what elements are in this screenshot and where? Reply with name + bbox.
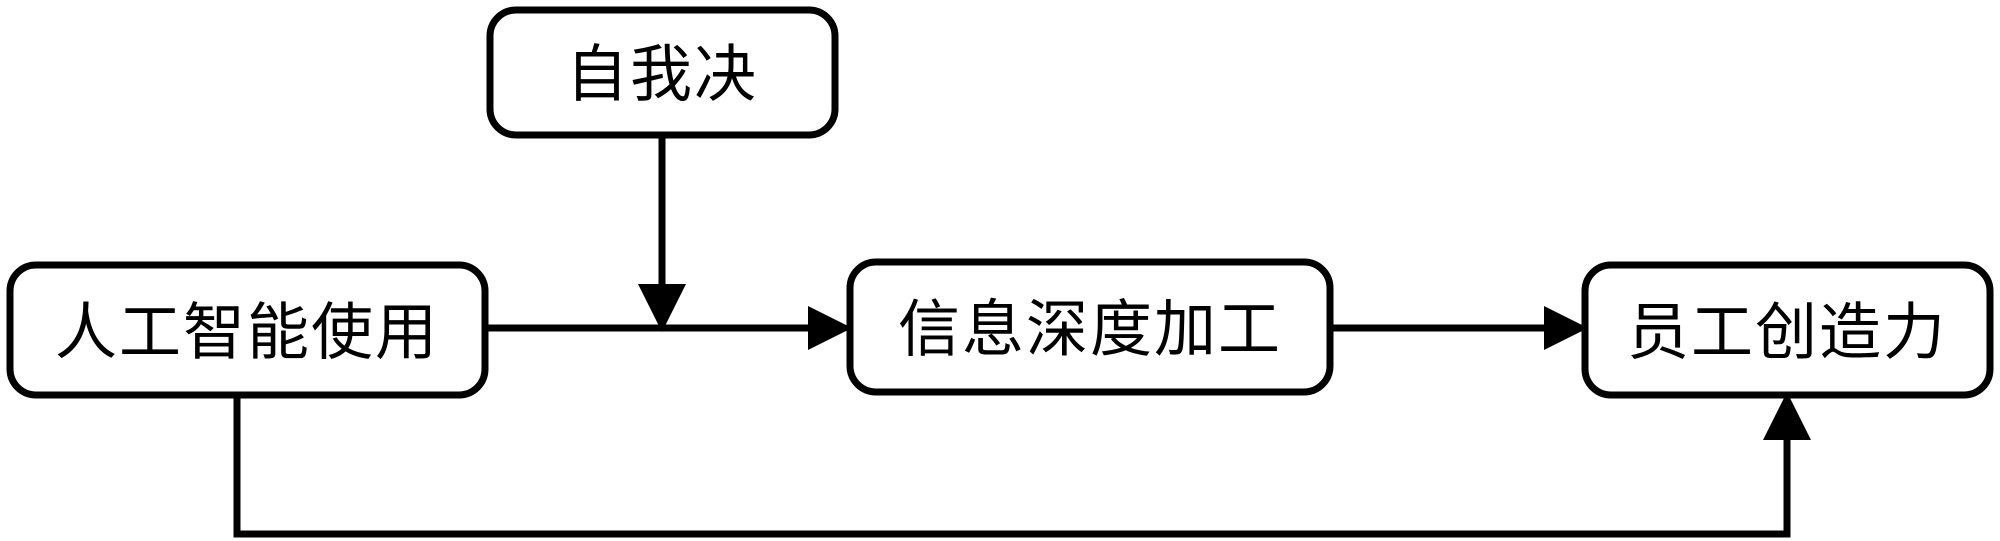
node-deep-information-processing[interactable]: 信息深度加工 — [846, 258, 1334, 396]
arrowhead-down-icon — [638, 284, 686, 332]
node-deep-information-processing-box[interactable] — [846, 258, 1334, 396]
edge-ai-to-creativity-path — [233, 395, 1791, 538]
arrowhead-right-icon — [1544, 306, 1588, 350]
node-employee-creativity[interactable]: 员工创造力 — [1581, 261, 1994, 399]
node-self-determination-box[interactable] — [486, 6, 839, 139]
arrowhead-right-icon — [808, 306, 852, 350]
node-ai-use-box[interactable] — [6, 261, 489, 399]
node-employee-creativity-box[interactable] — [1581, 261, 1994, 399]
arrowhead-up-icon — [1763, 392, 1811, 440]
node-self-determination-label: 自我决 — [566, 38, 758, 111]
node-self-determination[interactable]: 自我决 — [486, 6, 839, 139]
node-ai-use[interactable]: 人工智能使用 — [6, 261, 489, 399]
node-deep-information-processing-label: 信息深度加工 — [898, 293, 1282, 366]
edge-ai-to-creativity-direct — [233, 392, 1811, 538]
edge-self-determination-moderator — [638, 135, 686, 332]
node-employee-creativity-label: 员工创造力 — [1627, 296, 1947, 369]
edge-processing-to-creativity — [1330, 306, 1588, 350]
node-ai-use-label: 人工智能使用 — [55, 296, 439, 369]
